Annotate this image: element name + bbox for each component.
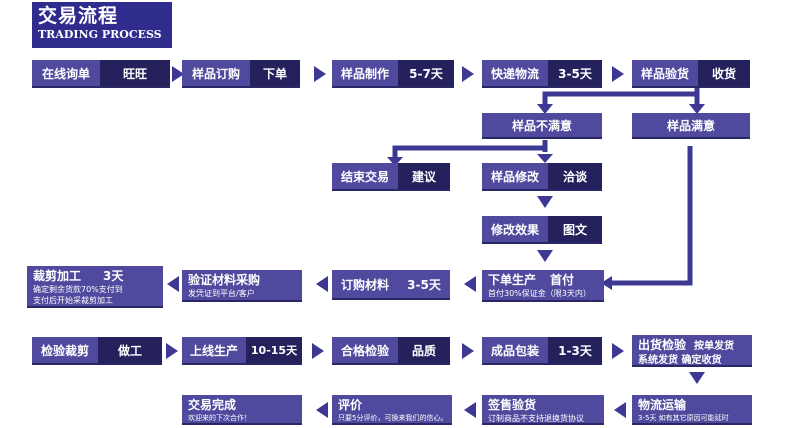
arrow-right-icon [172,66,184,82]
arrow-left-icon [316,402,328,418]
arrowhead-modify [537,154,553,163]
step-deal-complete: 交易完成 欢迎来的下次合作！ [182,395,302,425]
arrowhead-satisfied [689,104,705,114]
line-unsatisfied-to-end [392,145,545,158]
line-check-to-unsatisfied [542,86,700,104]
step-label: 检验裁剪 [32,337,98,363]
step-online-production: 上线生产 10-15天 [182,337,302,365]
arrowhead-place-order [601,276,612,290]
step-label: 样品修改 [482,163,548,189]
step-label: 上线生产 [182,337,246,363]
step-sample-order: 样品订购 下单 [182,60,300,88]
step-desc: 订制商品不支持退换货协议 [488,414,584,423]
step-desc: 发凭证到平台/客户 [188,289,255,298]
step-label: 样品制作 [332,60,398,86]
step-modify-effect: 修改效果 图文 [482,216,602,244]
arrow-left-icon [464,276,476,292]
step-label: 合格检验 [332,337,398,363]
arrow-right-icon [462,343,474,359]
step-place-order: 下单生产首付 首付30%保证金（限3天内） [482,270,604,302]
step-quality-check: 合格检验 品质 [332,337,450,365]
step-review: 评价 只要5分评价，可换来我们的信心。 [332,395,452,425]
trading-process-logo: 交易流程 TRADING PROCESS [32,2,172,48]
step-desc: 3-5天 如有其它原因可能延时 [638,414,729,422]
step-express: 快递物流 3-5天 [482,60,602,88]
step-detail: 图文 [548,216,602,242]
logo-title: 交易流程 [38,5,119,27]
step-detail: 下单 [250,60,300,86]
step-title: 物流运输 [638,398,687,412]
line-satisfied-to-order [612,146,693,286]
step-detail: 旺旺 [100,60,170,86]
step-desc-1: 确定剩余货款70%支付到 [33,285,123,294]
step-title: 验证材料采购 [188,273,261,287]
arrow-down-icon [537,250,553,262]
step-label: 成品包装 [482,337,548,363]
step-title: 签售验货 [488,398,537,412]
step-detail: 做工 [98,337,162,363]
arrow-left-icon [614,402,626,418]
step-packaging: 成品包装 1-3天 [482,337,602,365]
step-title: 下单生产 [488,273,537,287]
step-desc: 欢迎来的下次合作！ [188,414,251,422]
step-cut-process: 裁剪加工 3天 确定剩余货款70%支付到 支付后开始采裁剪加工 [27,266,163,308]
step-label: 样品验货 [632,60,698,86]
step-label: 样品订购 [182,60,250,86]
arrow-left-icon [167,276,179,292]
step-detail: 建议 [398,163,450,189]
step-detail: 品质 [398,337,450,363]
step-online-inquiry: 在线询单 旺旺 [32,60,170,88]
step-label: 在线询单 [32,60,100,86]
step-label: 订购材料 [332,270,398,298]
step-title-right: 按单发货 [694,341,735,352]
step-sample-modify: 样品修改 洽谈 [482,163,602,191]
step-pay: 首付 [550,273,575,287]
step-detail: 1-3天 [548,337,602,363]
step-end-deal: 结束交易 建议 [332,163,450,191]
step-label: 修改效果 [482,216,548,242]
step-shipping-inspection: 出货检验按单发货 系统发货 确定收货 [632,335,752,367]
step-days: 3天 [103,269,124,283]
step-desc-2: 支付后开始采裁剪加工 [33,296,113,305]
arrow-left-icon [316,276,328,292]
step-label: 结束交易 [332,163,398,189]
step-inspect-cut: 检验裁剪 做工 [32,337,162,365]
step-title: 裁剪加工 [33,269,82,283]
arrow-right-icon [612,66,624,82]
step-title: 交易完成 [188,398,237,412]
step-verify-material: 验证材料采购 发凭证到平台/客户 [182,270,302,302]
step-desc: 只要5分评价，可换来我们的信心。 [338,414,448,422]
step-title: 评价 [338,398,363,412]
step-detail: 5-7天 [398,60,454,86]
step-order-material: 订购材料 3-5天 [332,270,450,300]
step-detail: 收货 [698,60,750,86]
step-sample-satisfied: 样品满意 [632,113,750,139]
step-detail: 洽谈 [548,163,602,189]
arrowhead-unsatisfied [537,104,553,114]
arrow-right-icon [612,343,624,359]
step-label: 快递物流 [482,60,548,86]
step-sample-check: 样品验货 收货 [632,60,750,88]
logo-subtitle: TRADING PROCESS [38,28,162,41]
arrow-left-icon [464,402,476,418]
arrow-right-icon [166,343,178,359]
step-title: 出货检验 [638,338,687,352]
step-desc: 首付30%保证金（限3天内） [488,289,591,298]
step-logistics: 物流运输 3-5天 如有其它原因可能延时 [632,395,752,425]
step-detail: 3-5天 [548,60,602,86]
step-detail: 10-15天 [246,337,302,363]
arrow-right-icon [314,66,326,82]
step-sample-make: 样品制作 5-7天 [332,60,454,88]
step-line-2: 系统发货 确定收货 [638,355,722,366]
arrow-down-icon [689,372,705,384]
arrowhead-end [387,157,403,166]
step-detail: 3-5天 [398,270,450,298]
arrow-down-icon [537,196,553,208]
step-sample-unsatisfied: 样品不满意 [482,113,602,139]
arrow-right-icon [312,343,324,359]
step-sign-inspect: 签售验货 订制商品不支持退换货协议 [482,395,604,425]
arrow-right-icon [462,66,474,82]
